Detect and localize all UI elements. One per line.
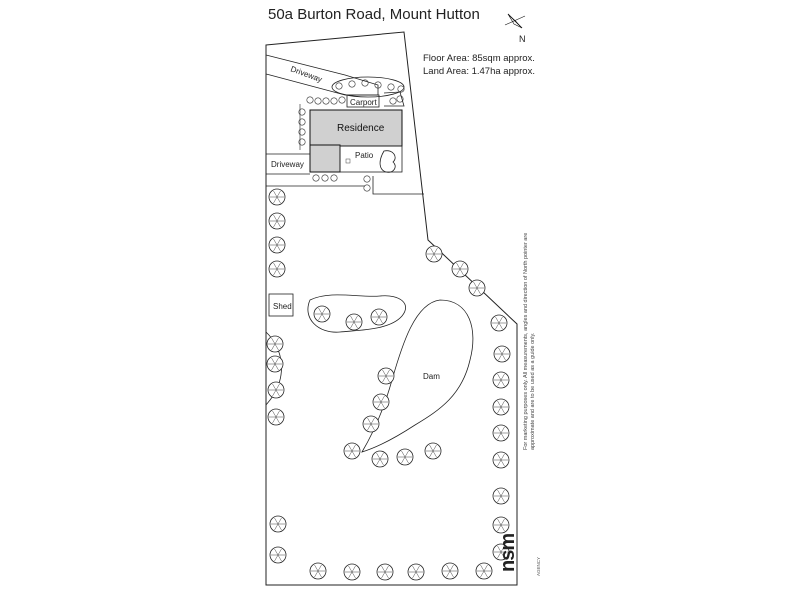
tree-icon bbox=[370, 308, 388, 326]
residence-building bbox=[309, 109, 403, 147]
shrub-icon bbox=[330, 174, 338, 182]
area-info: Floor Area: 85sqm approx. Land Area: 1.4… bbox=[423, 52, 535, 78]
shrub-icon bbox=[335, 82, 343, 90]
label-shed: Shed bbox=[273, 302, 292, 311]
tree-icon bbox=[371, 450, 389, 468]
disclaimer: For marketing purposes only. All measure… bbox=[523, 232, 536, 450]
shrub-icon bbox=[374, 81, 382, 89]
patio-outline bbox=[339, 145, 403, 173]
dam-outline bbox=[361, 299, 474, 453]
tree-icon bbox=[407, 563, 425, 581]
property-boundary bbox=[265, 31, 518, 586]
label-dam: Dam bbox=[423, 372, 440, 381]
tree-icon bbox=[269, 515, 287, 533]
tree-icon bbox=[424, 442, 442, 460]
tree-icon bbox=[492, 543, 510, 561]
tree-icon bbox=[492, 451, 510, 469]
shrub-icon bbox=[306, 96, 314, 104]
tree-icon bbox=[451, 260, 469, 278]
shrub-icon bbox=[298, 118, 306, 126]
floor-area: Floor Area: 85sqm approx. bbox=[423, 53, 535, 64]
land-area: Land Area: 1.47ha approx. bbox=[423, 66, 535, 77]
tree-icon bbox=[377, 367, 395, 385]
tree-icon bbox=[492, 398, 510, 416]
compass-label: N bbox=[519, 34, 526, 44]
tree-icon bbox=[492, 487, 510, 505]
tree-icon bbox=[268, 260, 286, 278]
agency-logo: nsm bbox=[497, 533, 519, 572]
tree-icon bbox=[309, 562, 327, 580]
tree-icon bbox=[372, 393, 390, 411]
shrub-icon bbox=[389, 97, 397, 105]
tree-icon bbox=[268, 188, 286, 206]
tree-icon bbox=[396, 448, 414, 466]
shrub-icon bbox=[330, 97, 338, 105]
tree-icon bbox=[343, 563, 361, 581]
shrub-icon bbox=[312, 174, 320, 182]
shrub-icon bbox=[387, 83, 395, 91]
shrub-icon bbox=[396, 95, 404, 103]
tree-icon bbox=[376, 563, 394, 581]
agency-logo-sub: AGENCY bbox=[536, 556, 541, 576]
label-carport: Carport bbox=[350, 98, 377, 107]
label-patio: Patio bbox=[355, 151, 374, 160]
driveway-left bbox=[266, 153, 365, 187]
tree-icon bbox=[492, 371, 510, 389]
tree-icon bbox=[362, 415, 380, 433]
garden-bed-middle bbox=[307, 294, 406, 333]
shrub-icon bbox=[322, 97, 330, 105]
tree-icon bbox=[345, 313, 363, 331]
tree-icon bbox=[493, 345, 511, 363]
tree-group bbox=[266, 188, 511, 581]
shrub-icon bbox=[298, 108, 306, 116]
shrub-icon bbox=[298, 128, 306, 136]
tree-icon bbox=[268, 236, 286, 254]
tree-icon bbox=[490, 314, 508, 332]
shrub-group bbox=[298, 79, 405, 192]
pool-icon bbox=[379, 150, 396, 173]
garden-bed-top bbox=[331, 76, 405, 98]
carport-outline bbox=[346, 94, 380, 108]
tree-icon bbox=[425, 245, 443, 263]
tree-icon bbox=[266, 335, 284, 353]
shrub-icon bbox=[298, 138, 306, 146]
tree-icon bbox=[468, 279, 486, 297]
shrub-icon bbox=[338, 96, 346, 104]
shrub-icon bbox=[348, 80, 356, 88]
tree-icon bbox=[313, 305, 331, 323]
shrub-icon bbox=[321, 174, 329, 182]
shed-outline bbox=[268, 293, 294, 317]
tree-icon bbox=[266, 355, 284, 373]
tree-icon bbox=[343, 442, 361, 460]
tree-icon bbox=[475, 562, 493, 580]
shrub-icon bbox=[361, 79, 369, 87]
tree-icon bbox=[267, 381, 285, 399]
page-title: 50a Burton Road, Mount Hutton bbox=[268, 6, 480, 23]
tree-icon bbox=[492, 516, 510, 534]
tree-icon bbox=[492, 424, 510, 442]
tree-icon bbox=[269, 546, 287, 564]
shrub-icon bbox=[397, 85, 405, 93]
label-residence: Residence bbox=[337, 123, 385, 134]
shrub-icon bbox=[363, 175, 371, 183]
label-driveway-left: Driveway bbox=[271, 160, 304, 169]
tree-icon bbox=[441, 562, 459, 580]
north-arrow-icon bbox=[504, 13, 526, 29]
tree-icon bbox=[267, 408, 285, 426]
shrub-icon bbox=[314, 97, 322, 105]
tree-icon bbox=[268, 212, 286, 230]
shrub-icon bbox=[363, 184, 371, 192]
